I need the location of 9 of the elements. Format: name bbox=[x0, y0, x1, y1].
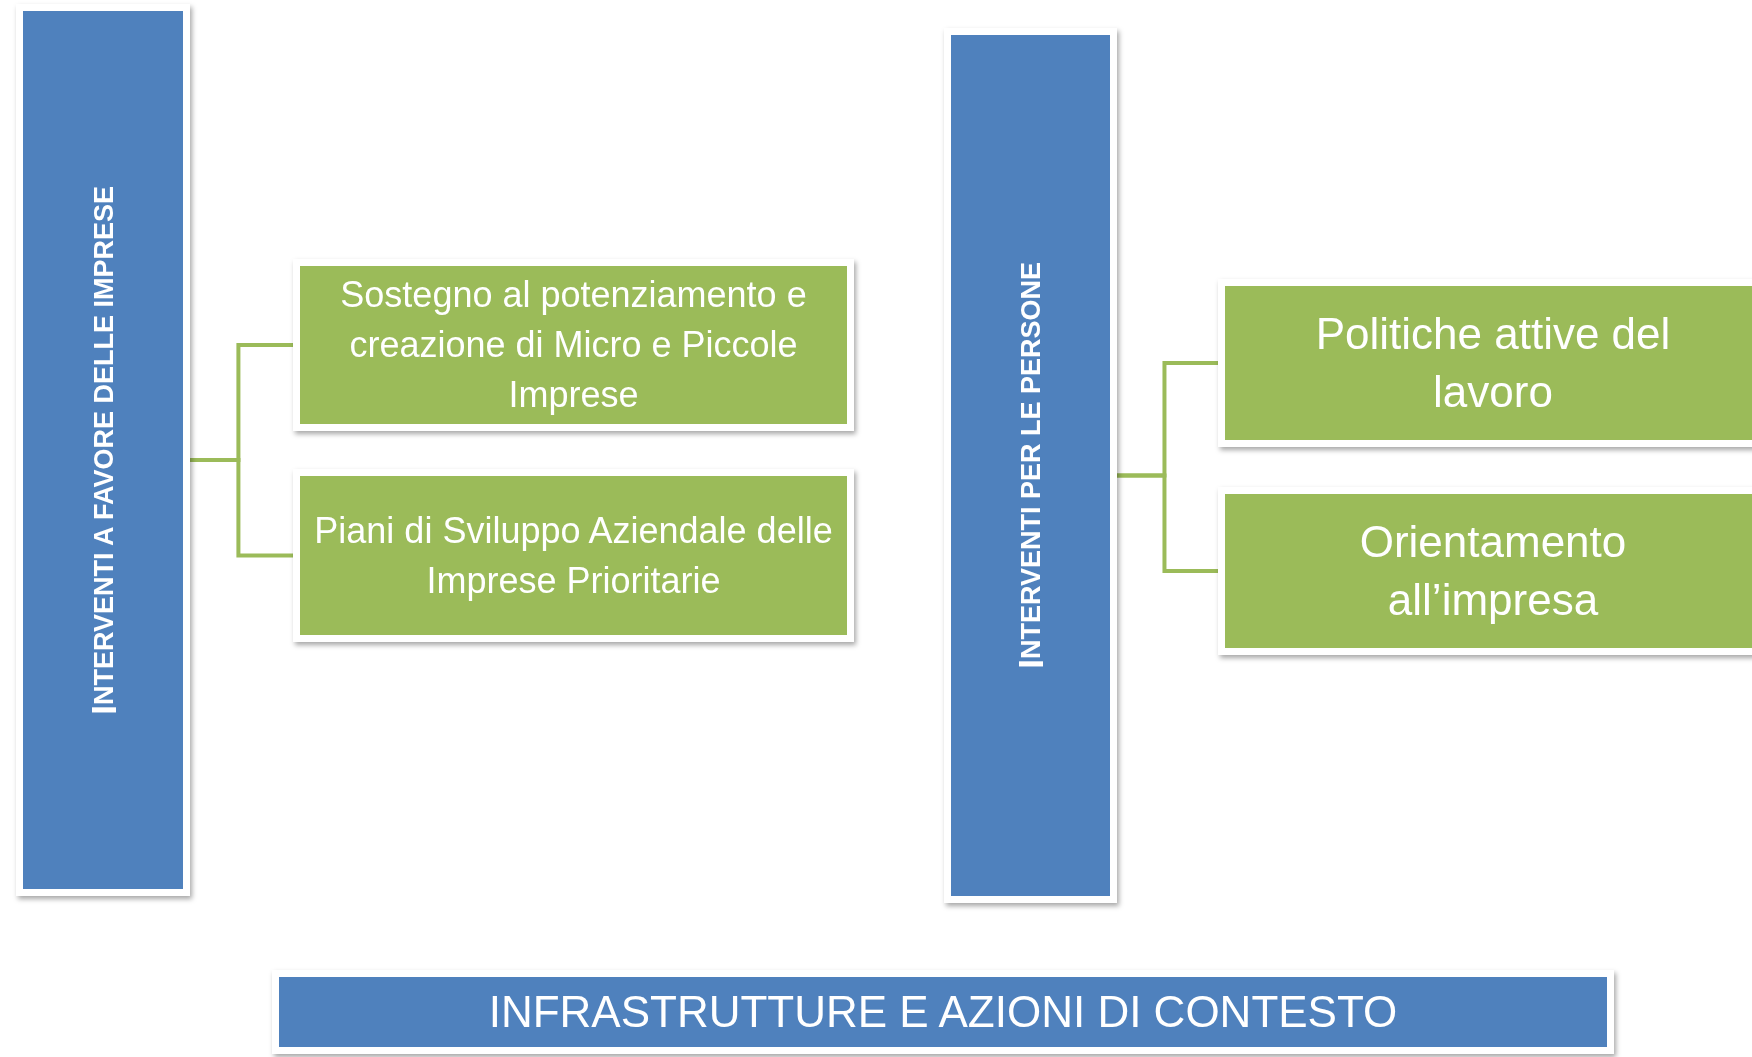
item-label: Sostegno al potenziamento e creazione di Micro e Piccole Imprese bbox=[339, 273, 808, 417]
band-label: INFRASTRUTTURE E AZIONI DI CONTESTO bbox=[488, 990, 1398, 1034]
connector-line bbox=[1117, 473, 1218, 573]
category-label: INTERVENTI PER LE PERSONE bbox=[1013, 262, 1048, 669]
item-label: Politiche attive del lavoro bbox=[1314, 308, 1672, 418]
connector-line bbox=[190, 458, 293, 558]
category-label: INTERVENTI A FAVORE DELLE IMPRESE bbox=[85, 185, 121, 715]
item-label: Piani di Sviluppo Aziendale delle Imprese Prioritarie bbox=[313, 508, 834, 603]
item-label: Orientamento all’impresa bbox=[1358, 516, 1628, 626]
